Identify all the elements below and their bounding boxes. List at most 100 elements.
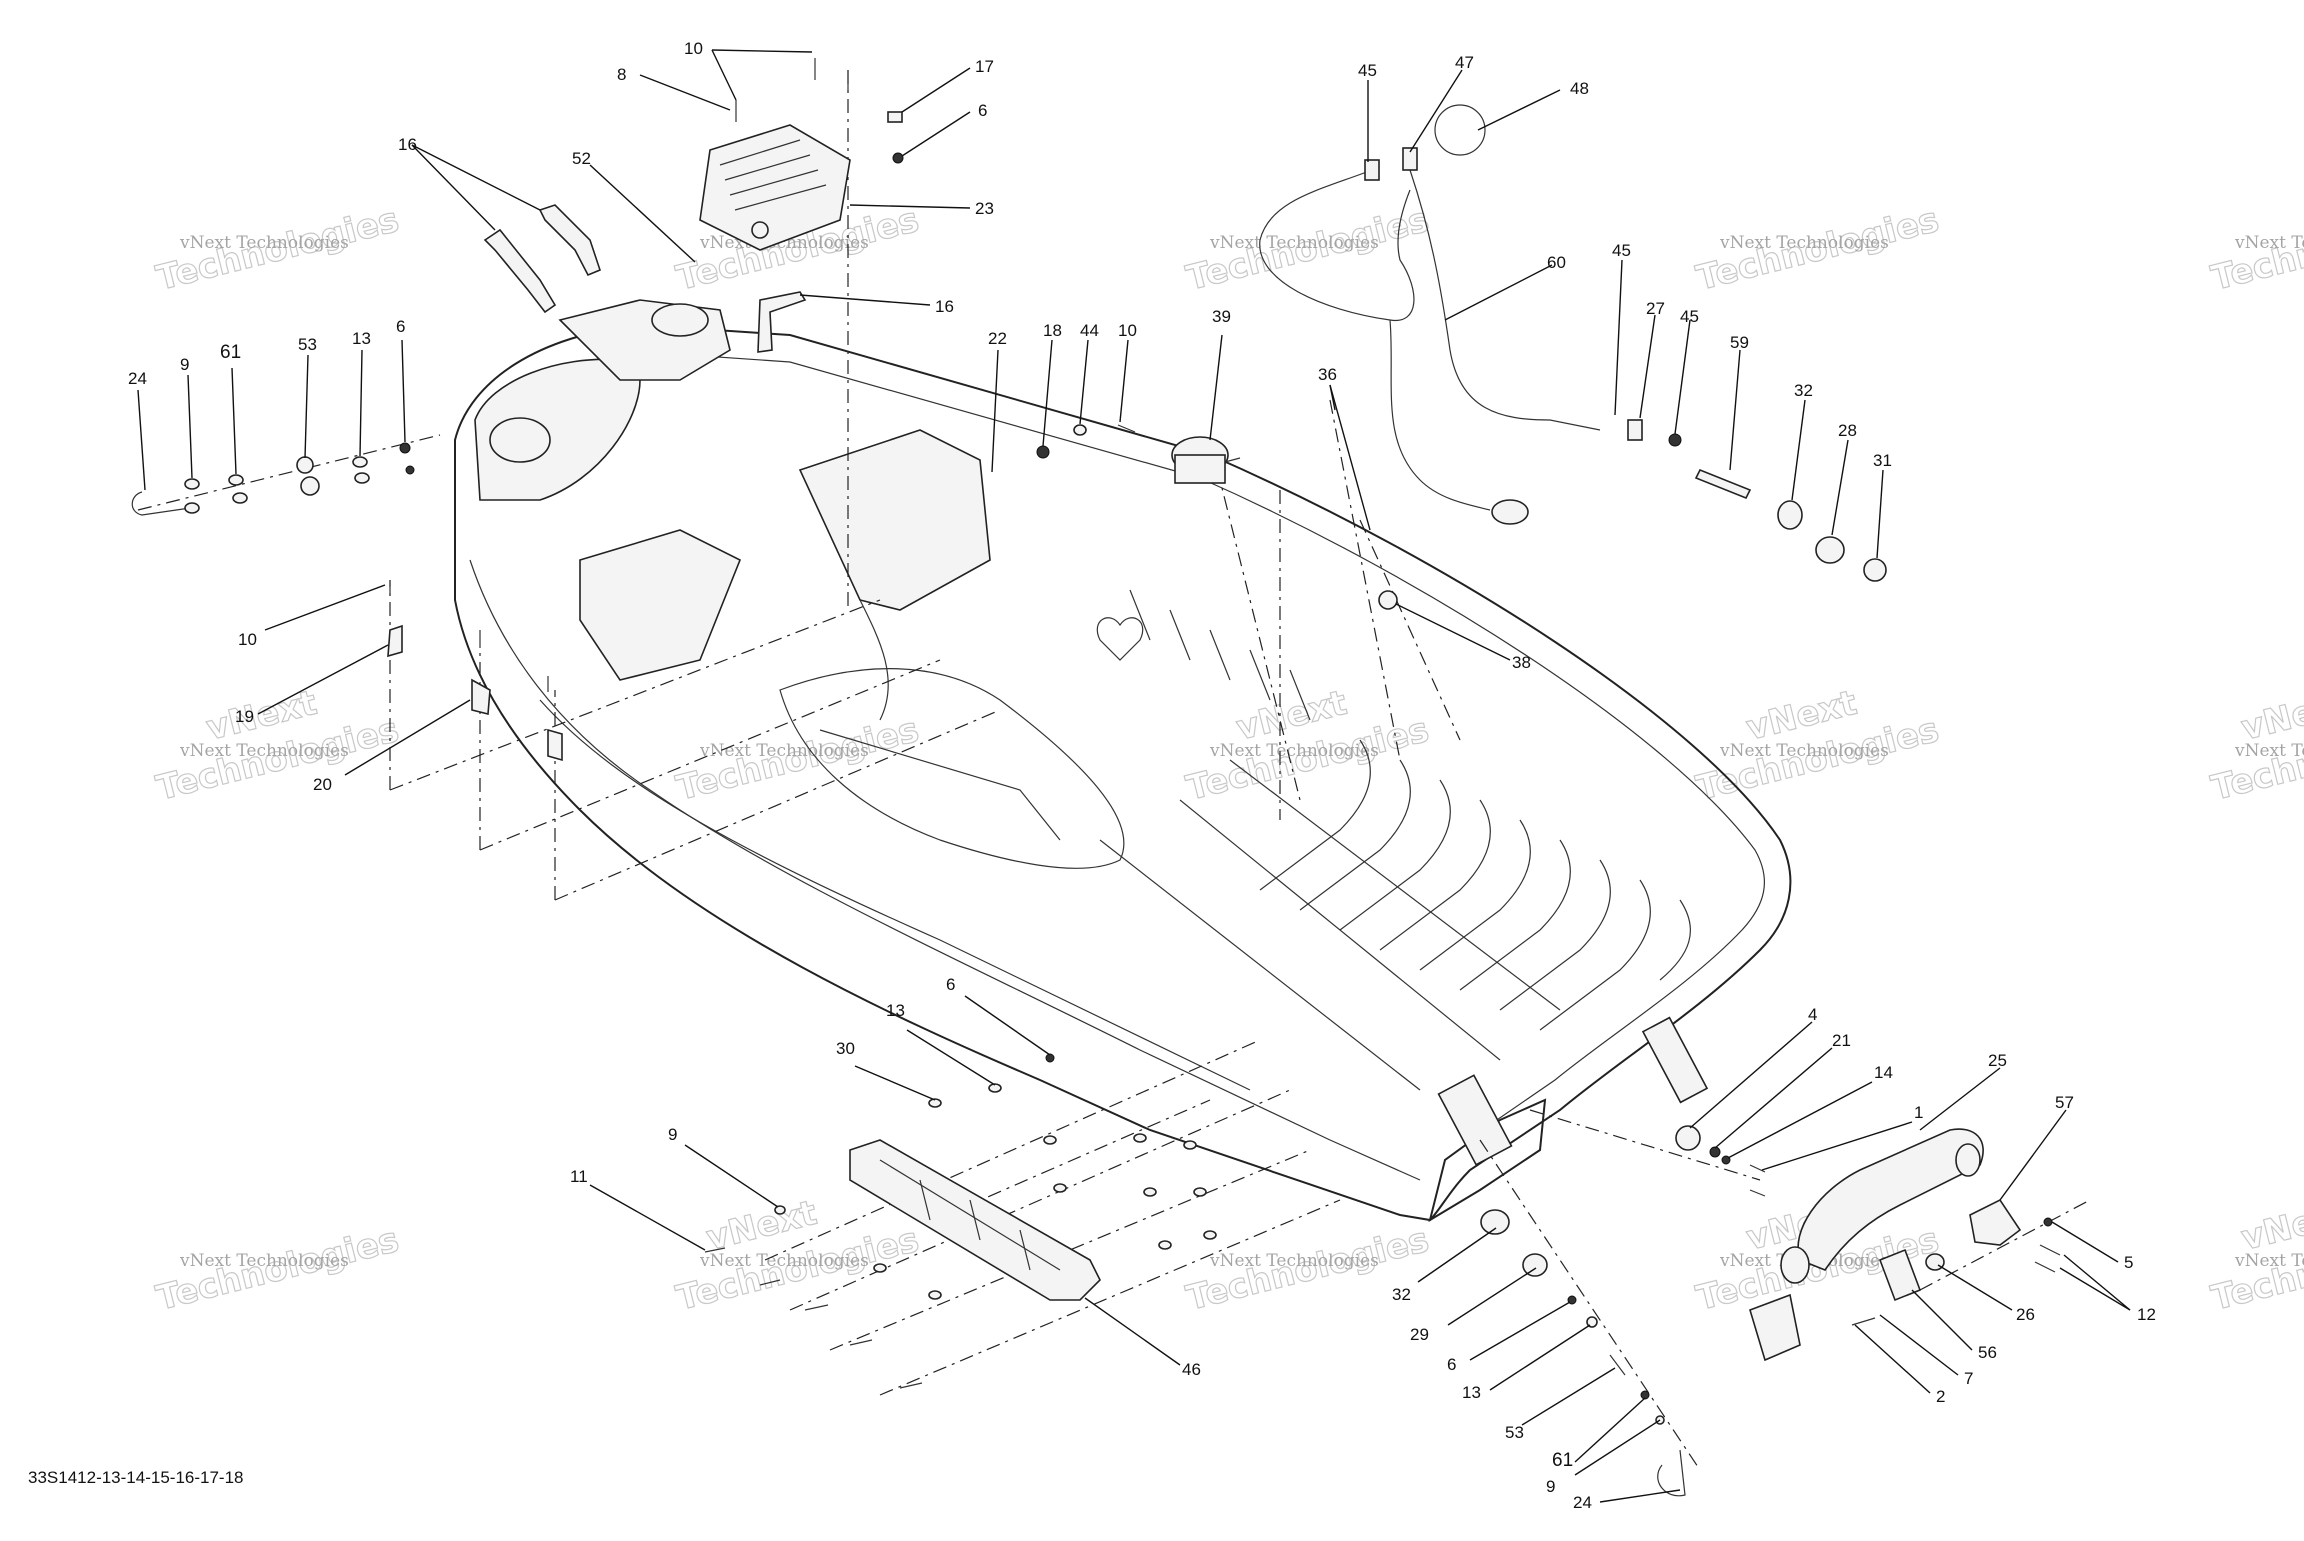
callout: 22 (988, 329, 1007, 348)
strap-handle (757, 291, 807, 353)
bracket (471, 678, 491, 716)
callout: 57 (2055, 1093, 2074, 1112)
step-fasteners (704, 1053, 1217, 1389)
transom-panel (1641, 1016, 1709, 1104)
rear-step-plate (849, 1139, 1101, 1301)
watermark: Technologies vNext Technologies (1692, 199, 1943, 299)
svg-text:vNext Technologies: vNext Technologies (179, 233, 349, 253)
callout: 6 (946, 975, 955, 994)
callout: 18 (1043, 321, 1062, 340)
callout: 61 (220, 342, 241, 363)
callout: 21 (1832, 1031, 1851, 1050)
fittings-right (1378, 419, 1887, 610)
watermark: Technologies vNext Technologies (1182, 199, 1433, 299)
washer-nut-row (184, 442, 415, 514)
callout: 27 (1646, 299, 1665, 318)
callout: 44 (1080, 321, 1099, 340)
watermark: Technologies vNext Technologies (2207, 199, 2304, 299)
callout: 56 (1978, 1343, 1997, 1362)
callout: 45 (1358, 61, 1377, 80)
solenoid (1171, 436, 1241, 484)
callout: 59 (1730, 333, 1749, 352)
callout: 61 (1552, 1450, 1573, 1471)
callout: 10 (1118, 321, 1137, 340)
svg-text:vNext Technologies: vNext Technologies (1209, 1251, 1379, 1271)
callout: 13 (1462, 1383, 1481, 1402)
callout: 9 (180, 355, 189, 374)
leader-lines (137, 49, 2131, 1503)
callout: 6 (1447, 1355, 1456, 1374)
callout: 28 (1838, 421, 1857, 440)
svg-text:vNext Technologies: vNext Technologies (2234, 1251, 2304, 1271)
callout: 7 (1964, 1369, 1973, 1388)
svg-text:vNext: vNext (2238, 683, 2304, 749)
callout: 14 (1874, 1063, 1893, 1082)
svg-text:vNext Technologies: vNext Technologies (1719, 741, 1889, 761)
watermark: Technologies vNext Technologies vNext (152, 682, 403, 809)
callout: 25 (1988, 1051, 2007, 1070)
callout: 24 (1573, 1493, 1592, 1512)
callout: 13 (352, 329, 371, 348)
callout: 26 (2016, 1305, 2035, 1324)
callout: 4 (1808, 1005, 1817, 1024)
svg-text:vNext Technologies: vNext Technologies (2234, 741, 2304, 761)
transom-panel (1437, 1074, 1513, 1166)
svg-text:vNext Technologies: vNext Technologies (1209, 233, 1379, 253)
watermark: Technologies vNext Technologies vNext (1182, 682, 1433, 809)
loop-strap (1434, 104, 1486, 156)
parts-layer (131, 58, 2061, 1497)
callout: 53 (1505, 1423, 1524, 1442)
callout: 16 (935, 297, 954, 316)
watermark: Technologies vNext Technologies vNext (1692, 682, 1943, 809)
callout: 24 (128, 369, 147, 388)
svg-text:vNext Technologies: vNext Technologies (179, 1251, 349, 1271)
callout: 38 (1512, 653, 1531, 672)
svg-text:vNext Technologies: vNext Technologies (1719, 233, 1889, 253)
callout: 2 (1936, 1387, 1945, 1406)
callout: 17 (975, 57, 994, 76)
callout: 19 (235, 707, 254, 726)
watermark: Technologies vNext Technologies vNext (672, 1192, 923, 1319)
strap-handle (483, 228, 557, 314)
callout: 9 (1546, 1477, 1555, 1496)
bracket (387, 624, 403, 658)
u-bolt (1657, 1449, 1686, 1497)
svg-text:vNext: vNext (2238, 1193, 2304, 1259)
glovebox-cover (699, 124, 851, 251)
callout: 29 (1410, 1325, 1429, 1344)
callout: 5 (2124, 1253, 2133, 1272)
svg-text:vNext Technologies: vNext Technologies (699, 741, 869, 761)
callout: 32 (1794, 381, 1813, 400)
hull-ribs (1099, 589, 1691, 1091)
callout: 52 (572, 149, 591, 168)
callout: 31 (1873, 451, 1892, 470)
callout: 47 (1455, 53, 1474, 72)
watermark: Technologies vNext Technologies (152, 1219, 403, 1319)
callout: 46 (1182, 1360, 1201, 1379)
callout: 45 (1612, 241, 1631, 260)
callout: 13 (886, 1001, 905, 1020)
callout: 30 (836, 1039, 855, 1058)
callout: 10 (684, 39, 703, 58)
callout: 23 (975, 199, 994, 218)
callout: 10 (238, 630, 257, 649)
callout: 6 (396, 317, 405, 336)
strap-handle (538, 204, 601, 277)
stern-parts (1480, 1125, 2061, 1497)
callout: 9 (668, 1125, 677, 1144)
wiring-harness (1259, 104, 1601, 525)
callout: 20 (313, 775, 332, 794)
callout: 12 (2137, 1305, 2156, 1324)
callout: 48 (1570, 79, 1589, 98)
callout: 39 (1212, 307, 1231, 326)
callout: 6 (978, 101, 987, 120)
callout: 45 (1680, 307, 1699, 326)
drawing-code-label: 33S1412-13-14-15-16-17-18 (28, 1468, 244, 1487)
callout: 53 (298, 335, 317, 354)
bracket (547, 728, 563, 762)
hull-body (454, 299, 1792, 1223)
callout-labels: 10 8 17 6 23 16 52 16 24 9 61 53 13 6 22… (128, 39, 2156, 1512)
callout: 11 (570, 1167, 588, 1186)
